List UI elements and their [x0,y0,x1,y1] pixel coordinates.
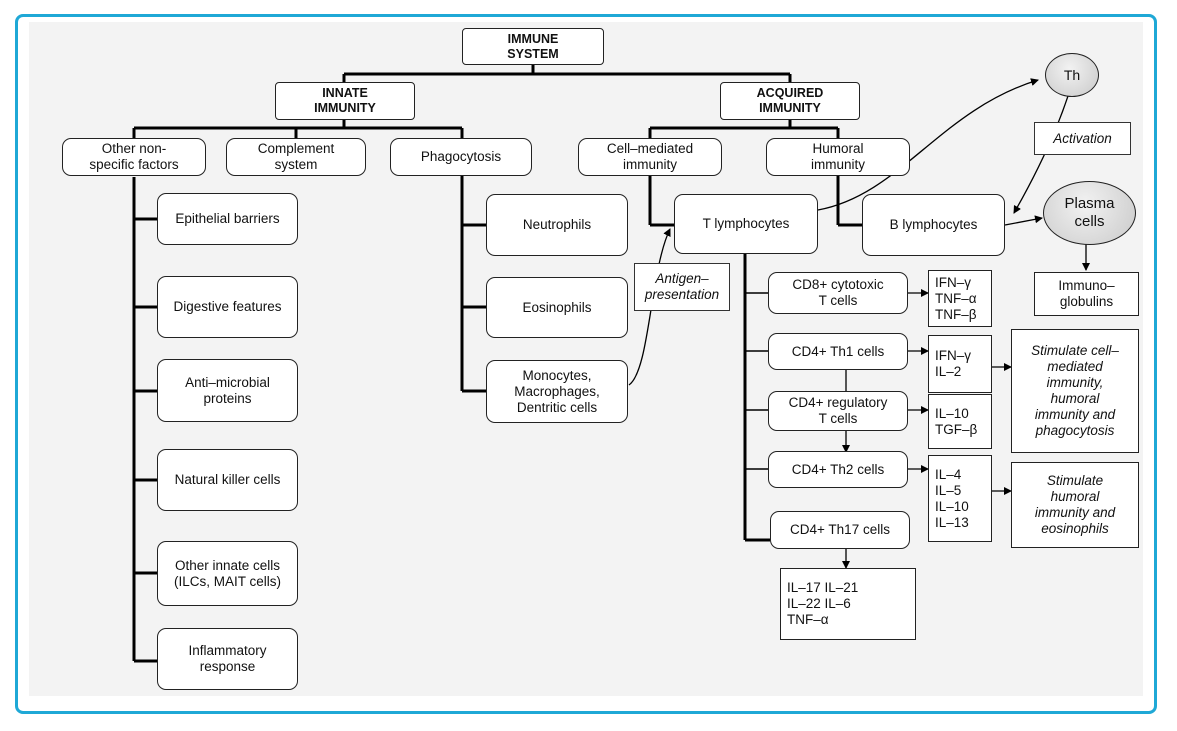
activation-label: Activation [1034,122,1131,155]
cd4-th2-box: CD4+ Th2 cells [768,451,908,488]
neutrophils-box: Neutrophils [486,194,628,256]
cd8-cytokines-box: IFN–γ TNF–α TNF–β [928,270,992,327]
plasma-cells-circle: Plasma cells [1043,181,1136,245]
natural-killer-cells-box: Natural killer cells [157,449,298,511]
b-lymphocytes-box: B lymphocytes [862,194,1005,256]
epithelial-barriers-box: Epithelial barriers [157,193,298,245]
humoral-immunity-box: Humoral immunity [766,138,910,176]
other-nonspecific-factors-box: Other non- specific factors [62,138,206,176]
cd4-regulatory-box: CD4+ regulatory T cells [768,391,908,431]
th2-cytokines-box: IL–4 IL–5 IL–10 IL–13 [928,455,992,542]
eosinophils-box: Eosinophils [486,277,628,338]
cd8-cytotoxic-box: CD8+ cytotoxic T cells [768,272,908,314]
cd4-th17-box: CD4+ Th17 cells [770,511,910,549]
antigen-presentation-label: Antigen– presentation [634,263,730,311]
cd4-th1-box: CD4+ Th1 cells [768,333,908,370]
th1-effect-box: Stimulate cell– mediated immunity, humor… [1011,329,1139,453]
other-innate-cells-box: Other innate cells (ILCs, MAIT cells) [157,541,298,606]
phagocytosis-box: Phagocytosis [390,138,532,176]
immune-system-root: IMMUNE SYSTEM [462,28,604,65]
t-lymphocytes-box: T lymphocytes [674,194,818,254]
inflammatory-response-box: Inflammatory response [157,628,298,690]
acquired-immunity-header: ACQUIRED IMMUNITY [720,82,860,120]
th17-cytokines-box: IL–17 IL–21 IL–22 IL–6 TNF–α [780,568,916,640]
treg-cytokines-box: IL–10 TGF–β [928,394,992,449]
arrows [628,78,1090,569]
anti-microbial-proteins-box: Anti–microbial proteins [157,359,298,422]
tree-branches [132,64,862,663]
innate-immunity-header: INNATE IMMUNITY [275,82,415,120]
complement-system-box: Complement system [226,138,366,176]
digestive-features-box: Digestive features [157,276,298,338]
th2-effect-box: Stimulate humoral immunity and eosinophi… [1011,462,1139,548]
immunoglobulins-box: Immuno– globulins [1034,272,1139,316]
th1-cytokines-box: IFN–γ IL–2 [928,335,992,393]
subset-links [745,292,768,470]
th-cell-circle: Th [1045,53,1099,97]
monocytes-macrophages-box: Monocytes, Macrophages, Dentritic cells [486,360,628,423]
cell-mediated-immunity-box: Cell–mediated immunity [578,138,722,176]
